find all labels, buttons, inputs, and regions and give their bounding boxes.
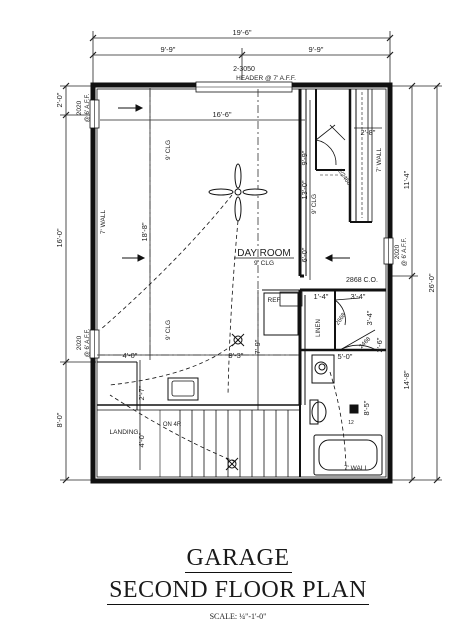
dim-d50: 5'-0" [338,352,353,361]
window-bot-left-label: 2020 [76,335,83,350]
ref-label: REF [268,297,281,304]
title-block: GARAGE SECOND FLOOR PLAN SCALE: ¼"-1'-0" [0,540,476,640]
dim-left-lower: 8'-0" [55,412,64,427]
door-2868-label: 2868 C.O. [346,277,378,284]
dim-left-mid: 16'-0" [55,228,64,247]
window-right-note: @ 6' A.F.F. [402,237,408,266]
dim-bath-run: 9'-9" [300,150,309,165]
clg-label-2: 9' CLG [311,194,318,214]
interior-walls [97,89,386,411]
dim-closet: 2'-8" [361,128,376,137]
dim-mid-width: 9'-3" [229,351,244,360]
stair-note: ON 4R [163,422,182,428]
dim-v60: 6'-0" [300,247,309,262]
dim-wall-13: 13'-0" [300,180,309,199]
dim-inner-width: 16'-6" [212,110,231,119]
dim-d14: 1'-4" [314,292,329,301]
dim-d34a: 3'-4" [351,292,366,301]
dim-mid-height: 7'-9" [253,339,262,354]
dim-d26: 2'-6" [375,337,384,352]
clg-label-1: 9' CLG [165,140,172,160]
dim-left-upper: 2'-0" [55,92,64,107]
window-bot-left-note: @ 6' A.F.F. [85,328,91,357]
dim-d40: 4'-0" [137,432,146,447]
door-2668-label: 2668 [335,312,348,327]
wiring [99,194,347,471]
header-note: HEADER @ 7' A.F.F. [236,75,296,82]
landing-label: LANDING [110,429,139,436]
window-right-label: 2020 [394,244,401,259]
dim-d34b: 3'-4" [365,310,374,325]
day-room-label: DAY ROOM [237,248,291,259]
title-second-floor-plan: SECOND FLOOR PLAN [107,577,369,605]
bath-fixtures [309,354,383,476]
ceiling-fan-icon [208,163,268,222]
dim-right-upper: 11'-4" [402,170,411,189]
light-fixture-icon [225,333,326,471]
dim-d85: 8'-5" [362,400,371,415]
dimension-ticks [62,34,441,484]
hose-bib-label: 12 [348,420,354,426]
exterior-walls [89,81,394,484]
clg-label-3: 9' CLG [165,320,172,340]
dim-stair-width: 4'-0" [123,351,138,360]
dim-top-right-half: 9'-9" [309,45,324,54]
section-arrows [118,104,350,262]
linen-label: LINEN [316,319,322,337]
dimension-labels: 19'-6" 9'-9" 9'-9" 2'-0" 16'-0" 8'-0" 26… [55,28,436,447]
header-label: 2-3050 [233,66,255,73]
wall-label-b: 7' WALL [376,148,383,173]
room-labels: 2-3050 HEADER @ 7' A.F.F. 2020 @ 6' A.F.… [76,66,408,472]
dim-right-lower: 14'-8" [402,370,411,389]
floor-plan-drawing: 19'-6" 9'-9" 9'-9" 2'-0" 16'-0" 8'-0" 26… [55,28,442,484]
title-garage: GARAGE [184,545,292,573]
ceiling-lines [97,89,300,356]
wall-label-c: 7' WALL [344,465,369,472]
door-swings [315,124,377,351]
scale-note: SCALE: ¼"-1'-0" [209,612,267,621]
window-top-left-note: @ 6' A.F.F. [85,93,91,122]
dim-run-18: 18'-8" [140,222,149,241]
dim-overall-top: 19'-6" [232,28,251,37]
day-room-clg: 9' CLG [254,260,274,267]
dim-top-left-half: 9'-9" [161,45,176,54]
stairs [159,405,301,477]
wall-label-a: 7' WALL [100,210,107,235]
dim-d27: 2'-7" [137,385,146,400]
dim-right-total: 26'-0" [427,273,436,292]
closet [320,92,363,218]
window-top-left-label: 2020 [76,100,83,115]
